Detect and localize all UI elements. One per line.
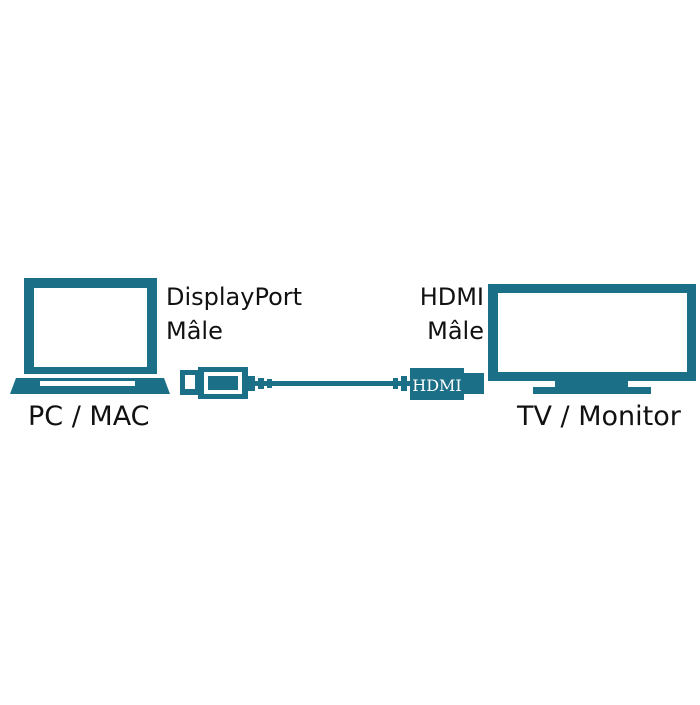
hdmi-plug-tip (464, 373, 484, 394)
hdmi-plug-text: HDMI (412, 376, 461, 395)
laptop-keyboard (40, 381, 135, 386)
hdmi-strain-relief-2 (401, 376, 407, 391)
displayport-plug-icon (180, 367, 272, 399)
displayport-label-line2: Mâle (166, 317, 223, 345)
hdmi-label-line2: Mâle (427, 317, 484, 345)
monitor-icon (488, 284, 696, 394)
dp-strain-relief-3 (267, 379, 272, 388)
tv-monitor-label: TV / Monitor (517, 401, 681, 432)
hdmi-label-line1: HDMI (419, 283, 484, 311)
cable-wire (248, 381, 413, 386)
monitor-stand-base (533, 387, 651, 394)
laptop-icon (10, 278, 170, 394)
dp-strain-relief-2 (258, 378, 264, 389)
dp-plug-tip-opening (185, 375, 195, 389)
dp-strain-relief-1 (248, 376, 255, 391)
monitor-neck (555, 381, 628, 387)
hdmi-strain-relief-1 (393, 378, 398, 389)
displayport-label-line1: DisplayPort (166, 283, 303, 311)
hdmi-plug-body (410, 368, 464, 400)
pc-mac-label: PC / MAC (28, 401, 150, 432)
dp-plug-body-core (208, 376, 238, 390)
hdmi-plug-icon: HDMI (393, 368, 484, 400)
laptop-screen (34, 288, 147, 367)
monitor-screen (498, 293, 687, 372)
cable (248, 381, 413, 386)
